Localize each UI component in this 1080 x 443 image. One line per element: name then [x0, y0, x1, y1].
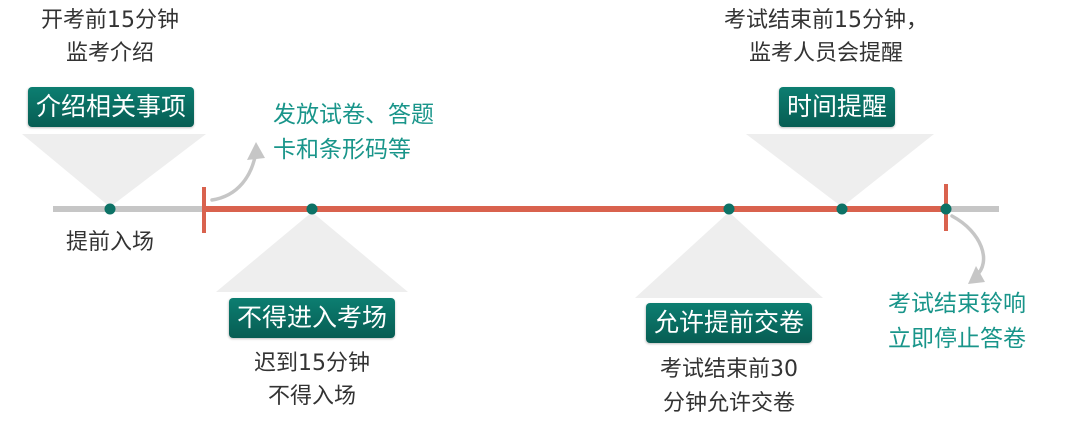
end-line2: 立即停止答卷 — [888, 326, 1026, 352]
intro-caption-line2: 监考介绍 — [65, 41, 155, 66]
callout-late — [216, 212, 408, 292]
reminder-caption-line1: 考试结束前15分钟， — [724, 8, 928, 33]
arrow-head-distribute — [247, 142, 265, 160]
end-line1: 考试结束铃响 — [888, 291, 1026, 317]
distribute-line1: 发放试卷、答题 — [273, 102, 434, 128]
callout-reminder — [746, 134, 934, 207]
dot-intro — [104, 203, 116, 215]
dot-late — [306, 203, 318, 215]
late-caption-line1: 迟到15分钟 — [254, 351, 370, 376]
arrow-end — [950, 214, 986, 278]
reminder-caption-line2: 监考人员会提醒 — [748, 41, 904, 66]
reminder-label: 时间提醒 — [778, 87, 896, 127]
dot-reminder — [836, 203, 848, 215]
enter-caption: 提前入场 — [65, 230, 155, 255]
callout-intro — [22, 134, 206, 207]
early-submit-caption-line1: 考试结束前30 — [660, 357, 798, 382]
late-label: 不得进入考场 — [228, 298, 396, 338]
intro-caption-line1: 开考前15分钟 — [41, 8, 179, 33]
callout-early-submit — [635, 212, 823, 298]
distribute-line2: 卡和条形码等 — [273, 137, 411, 163]
early-submit-caption-line2: 分钟允许交卷 — [662, 391, 796, 416]
late-caption-line2: 不得入场 — [267, 384, 357, 409]
dot-end — [940, 203, 952, 215]
arrow-head-end — [968, 266, 985, 284]
dot-early-submit — [723, 203, 735, 215]
early-submit-label: 允许提前交卷 — [645, 303, 813, 343]
intro-label: 介绍相关事项 — [27, 87, 195, 127]
